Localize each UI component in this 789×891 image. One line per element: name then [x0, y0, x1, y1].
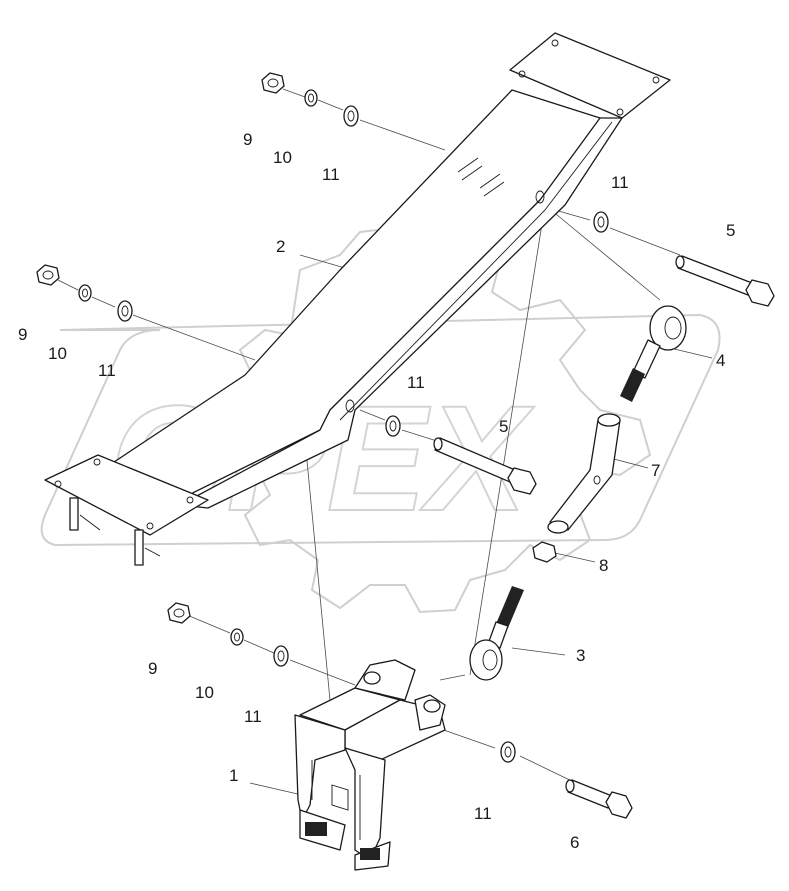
callout-9-top: 9: [243, 130, 252, 149]
part-2-main-bracket: [44, 32, 671, 566]
hardware-left-group: [36, 264, 133, 322]
callout-9-bottom: 9: [148, 659, 157, 678]
callout-labels: 9 10 11 2 11 5 9 10 11 4 11 5 7 8 9 10 1…: [18, 130, 735, 852]
callout-11-top: 11: [322, 165, 340, 184]
leader-lines: [57, 88, 713, 796]
callout-1: 1: [229, 766, 238, 785]
callout-11-left: 11: [98, 361, 116, 380]
callout-11-bottom-right: 11: [474, 804, 492, 823]
callout-2: 2: [276, 237, 285, 256]
callout-10-left: 10: [48, 344, 67, 363]
callout-6: 6: [570, 833, 579, 852]
bolt-5-upper-group: [593, 211, 775, 307]
part-1-mount-bracket: [294, 659, 446, 871]
callout-8: 8: [599, 556, 608, 575]
callout-5-middle: 5: [499, 417, 508, 436]
callout-7: 7: [651, 461, 660, 480]
part-8-nut: [532, 541, 557, 563]
part-7-sleeve: [547, 413, 621, 534]
callout-11-middle: 11: [407, 373, 425, 392]
hardware-bottom-group: [167, 602, 289, 667]
callout-3: 3: [576, 646, 585, 665]
callout-11-upper-right: 11: [611, 173, 629, 192]
hardware-top-group: [261, 72, 359, 127]
part-4-rod-end: [620, 305, 687, 402]
callout-10-top: 10: [273, 148, 292, 167]
bolt-5-middle-group: [385, 415, 537, 495]
callout-10-bottom: 10: [195, 683, 214, 702]
callout-11-bottom: 11: [244, 707, 262, 726]
bolt-6-group: [500, 741, 633, 819]
callout-4: 4: [716, 351, 725, 370]
callout-9-left: 9: [18, 325, 27, 344]
part-3-rod-end: [469, 586, 524, 681]
callout-5-upper: 5: [726, 221, 735, 240]
